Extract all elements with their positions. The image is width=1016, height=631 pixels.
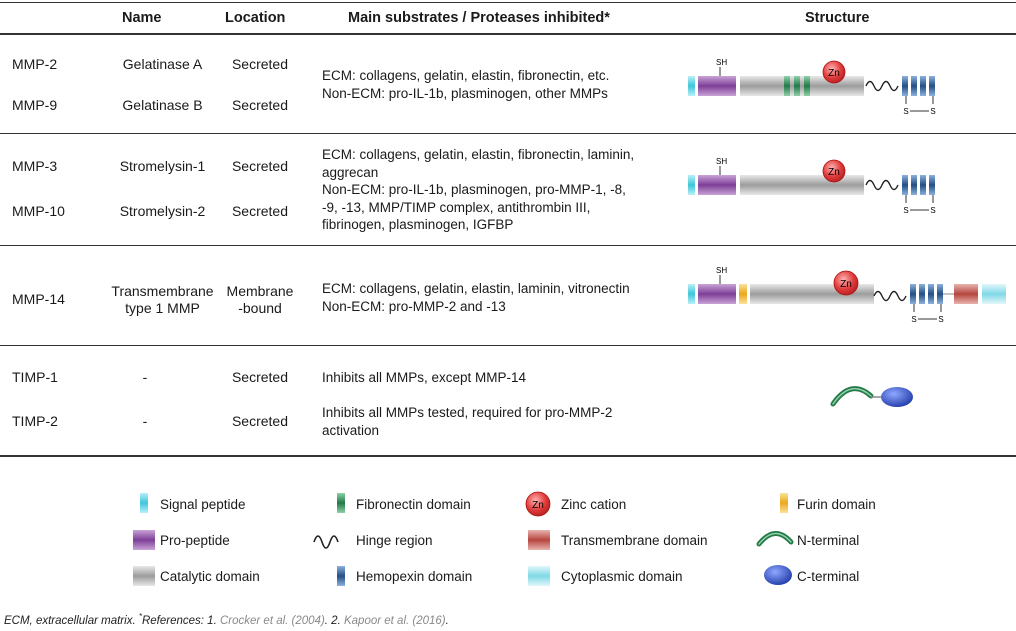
substrates-text: Inhibits all MMPs tested, required for p… bbox=[322, 405, 613, 438]
row-location: Secreted bbox=[231, 413, 289, 429]
svg-text:S: S bbox=[930, 107, 935, 116]
row-location: Secreted bbox=[231, 203, 289, 219]
fibronectin-domain-icon bbox=[337, 493, 345, 513]
transmembrane-domain-icon bbox=[528, 530, 550, 550]
legend-label: Catalytic domain bbox=[160, 569, 260, 584]
row-name: Transmembrane type 1 MMP bbox=[111, 283, 214, 316]
c-terminal-icon bbox=[764, 565, 792, 585]
hinge-region-icon bbox=[313, 535, 339, 549]
footnote: ECM, extracellular matrix. *References: … bbox=[4, 612, 449, 627]
row-id: TIMP-2 bbox=[12, 413, 58, 429]
reference-link[interactable]: Crocker et al. (2004) bbox=[219, 614, 325, 627]
svg-text:Zn: Zn bbox=[828, 68, 840, 79]
row-id: TIMP-1 bbox=[12, 369, 58, 385]
row-location: Secreted bbox=[231, 56, 289, 72]
svg-text:Zn: Zn bbox=[828, 167, 840, 178]
header-location: Location bbox=[225, 10, 286, 26]
row-id: MMP-3 bbox=[12, 158, 58, 174]
row-name: - bbox=[142, 369, 148, 385]
group-divider bbox=[0, 345, 1016, 346]
substrates-text: ECM: collagens, gelatin, elastin, lamini… bbox=[322, 281, 630, 314]
row-id: MMP-10 bbox=[12, 203, 65, 219]
svg-text:S: S bbox=[911, 315, 916, 324]
row-name: Stromelysin-1 bbox=[119, 158, 206, 174]
svg-text:SH: SH bbox=[716, 58, 727, 67]
row-location: Secreted bbox=[231, 158, 289, 174]
table-bottom-rule bbox=[0, 455, 1016, 457]
svg-text:SH: SH bbox=[716, 266, 727, 275]
row-name: Gelatinase A bbox=[122, 56, 203, 72]
svg-text:S: S bbox=[930, 206, 935, 215]
legend-label: Zinc cation bbox=[561, 497, 627, 512]
row-id: MMP-14 bbox=[12, 291, 65, 307]
legend-label: Pro-peptide bbox=[160, 533, 230, 548]
legend-label: Cytoplasmic domain bbox=[561, 569, 683, 584]
structure-diagram-mt1-mmp: SH Zn S S bbox=[688, 266, 1006, 324]
table-top-rule bbox=[0, 2, 1016, 3]
structure-diagram-timp bbox=[830, 386, 913, 407]
svg-text:S: S bbox=[938, 315, 943, 324]
legend-label: Fibronectin domain bbox=[356, 497, 471, 512]
legend-label: C-terminal bbox=[797, 569, 860, 584]
legend-label: Hinge region bbox=[356, 533, 433, 548]
legend-label: N-terminal bbox=[797, 533, 860, 548]
group-divider bbox=[0, 133, 1016, 134]
reference-link[interactable]: Kapoor et al. (2016) bbox=[343, 614, 446, 627]
header-rule bbox=[0, 33, 1016, 35]
legend: Signal peptide Fibronectin domain Zn Zin… bbox=[0, 488, 1016, 593]
svg-text:S: S bbox=[903, 107, 908, 116]
row-id: MMP-9 bbox=[12, 97, 58, 113]
svg-text:Zn: Zn bbox=[532, 500, 544, 511]
n-terminal-icon bbox=[756, 531, 794, 547]
hemopexin-domain-icon bbox=[337, 566, 345, 586]
svg-text:SH: SH bbox=[716, 157, 727, 166]
row-location: Secreted bbox=[231, 97, 289, 113]
catalytic-domain-icon bbox=[133, 566, 155, 586]
substrates-text: Inhibits all MMPs, except MMP-14 bbox=[322, 370, 527, 385]
row-location: Membrane -bound bbox=[226, 283, 294, 316]
svg-text:S: S bbox=[903, 206, 908, 215]
row-location: Secreted bbox=[231, 369, 289, 385]
svg-text:Zn: Zn bbox=[840, 279, 852, 290]
zinc-cation-icon: Zn bbox=[525, 491, 551, 517]
legend-label: Transmembrane domain bbox=[561, 533, 708, 548]
structure-diagram-stromelysin: SH Zn S S bbox=[688, 157, 936, 215]
substrates-text: ECM: collagens, gelatin, elastin, fibron… bbox=[322, 68, 610, 101]
substrates-text: ECM: collagens, gelatin, elastin, fibron… bbox=[322, 147, 635, 232]
cytoplasmic-domain-icon bbox=[528, 566, 550, 586]
structure-diagram-gelatinase: SH Zn S S bbox=[688, 58, 936, 116]
row-name: Gelatinase B bbox=[122, 97, 203, 113]
header-name: Name bbox=[122, 10, 162, 26]
group-divider bbox=[0, 245, 1016, 246]
row-id: MMP-2 bbox=[12, 56, 58, 72]
legend-label: Furin domain bbox=[797, 497, 876, 512]
row-name: Stromelysin-2 bbox=[119, 203, 206, 219]
legend-label: Signal peptide bbox=[160, 497, 246, 512]
legend-label: Hemopexin domain bbox=[356, 569, 473, 584]
furin-domain-icon bbox=[780, 493, 788, 513]
pro-peptide-icon bbox=[133, 530, 155, 550]
header-structure: Structure bbox=[805, 10, 870, 26]
row-name: - bbox=[142, 413, 148, 429]
header-substrates: Main substrates / Proteases inhibited* bbox=[348, 10, 610, 26]
signal-peptide-icon bbox=[140, 493, 148, 513]
